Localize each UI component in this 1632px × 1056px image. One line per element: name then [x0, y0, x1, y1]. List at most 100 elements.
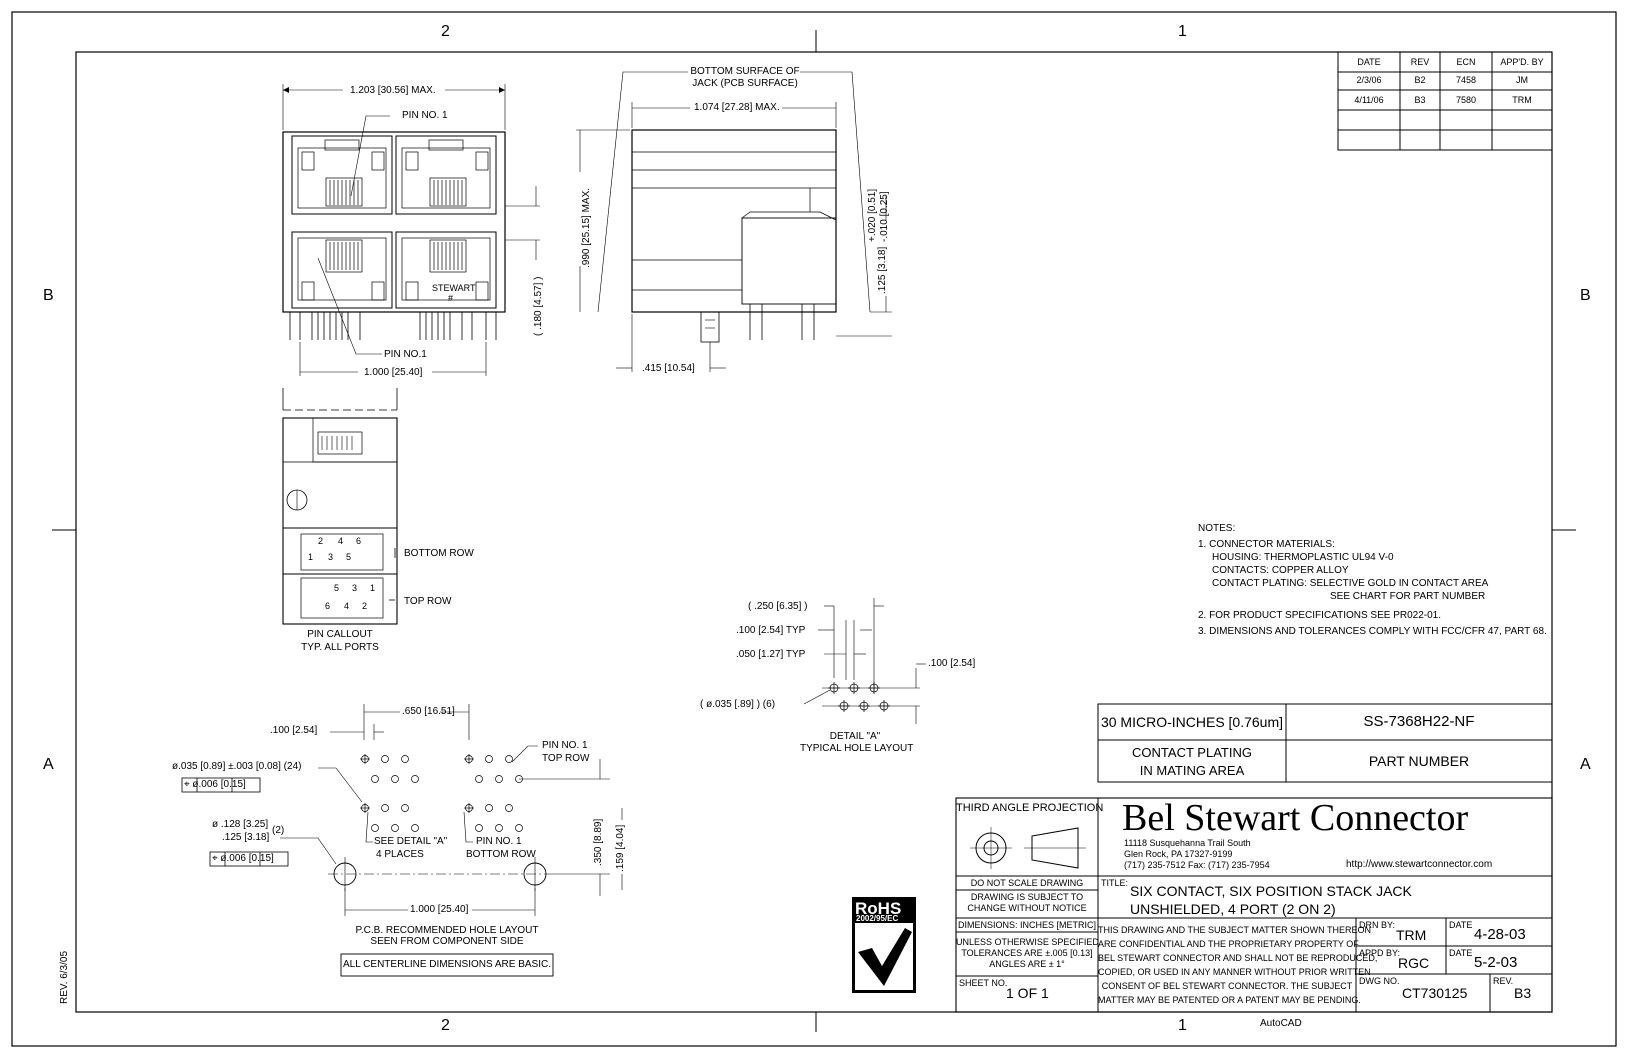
- pcb-basic-note: ALL CENTERLINE DIMENSIONS ARE BASIC.: [342, 959, 552, 970]
- pin-num: 4: [338, 536, 344, 546]
- pcb-dim-350: .350 [8.89]: [593, 818, 604, 866]
- rev-header-date: DATE: [1357, 57, 1381, 67]
- pcb-pin1-bottom: PIN NO. 1: [476, 836, 522, 847]
- title-label: TITLE:: [1101, 878, 1129, 888]
- pcb-dim-100: .100 [2.54]: [270, 725, 318, 736]
- rev-row-2-date: 4/11/06: [1354, 95, 1384, 105]
- do-not-scale: DO NOT SCALE DRAWING: [970, 878, 1084, 888]
- pcb-post-count: (2): [272, 825, 285, 836]
- detail-a-dim-100-right: .100 [2.54]: [928, 658, 976, 669]
- dwg-label: DWG NO.: [1359, 976, 1400, 986]
- part-number-label: PART NUMBER: [1368, 753, 1470, 769]
- confidential-line: CONSENT OF BEL STEWART CONNECTOR. THE SU…: [1101, 981, 1353, 991]
- pin-num: 2: [318, 536, 324, 546]
- rev-row-2-ecn: 7580: [1455, 95, 1477, 105]
- notes-line-4: CONTACT PLATING: SELECTIVE GOLD IN CONTA…: [1212, 578, 1489, 589]
- front-height-offset: ( .180 [4.57] ): [533, 276, 544, 336]
- rev-row-1-ecn: 7458: [1455, 75, 1477, 85]
- notes-line-5: SEE CHART FOR PART NUMBER: [1330, 591, 1486, 602]
- notes-title: NOTES:: [1198, 523, 1236, 534]
- pin-callout-caption-2: TYP. ALL PORTS: [301, 642, 379, 653]
- appd-label: APPD BY:: [1359, 948, 1401, 958]
- pcb-dim-1000: 1.000 [25.40]: [410, 904, 469, 915]
- drn-label: DRN BY:: [1359, 920, 1396, 930]
- pcb-caption-2: SEEN FROM COMPONENT SIDE: [370, 936, 524, 947]
- address-line-1: 11118 Susquehanna Trail South: [1124, 838, 1251, 848]
- zone-bottom-1: 1: [1178, 1017, 1187, 1034]
- zone-right-a: A: [1580, 756, 1591, 773]
- pin-num: 5: [346, 552, 352, 562]
- pcb-dim-159: .159 [4.04]: [615, 824, 626, 872]
- front-stewart-mark: STEWART: [432, 283, 476, 293]
- drawing-title-1: SIX CONTACT, SIX POSITION STACK JACK: [1130, 883, 1412, 899]
- company-name: Bel Stewart Connector: [1122, 797, 1469, 839]
- side-post-offset: .415 [10.54]: [642, 363, 695, 374]
- rev-row-2-rev: B3: [1414, 95, 1426, 105]
- front-pin1-bottom-label: PIN NO.1: [384, 349, 427, 360]
- plating-value: 30 MICRO-INCHES [0.76um]: [1100, 714, 1284, 730]
- front-pitch-dimension: 1.000 [25.40]: [364, 367, 423, 378]
- pcb-see-detail: SEE DETAIL "A": [374, 836, 448, 847]
- notes-line-2: HOUSING: THERMOPLASTIC UL94 V-0: [1212, 552, 1394, 563]
- revision-table-lines: [1337, 51, 1553, 151]
- zone-top-1: 1: [1178, 23, 1187, 40]
- dimensions-unit: DIMENSIONS: INCHES [METRIC]: [957, 920, 1096, 930]
- rev-value: B3: [1514, 985, 1532, 1001]
- notes-line-6: 2. FOR PRODUCT SPECIFICATIONS SEE PR022-…: [1198, 610, 1442, 621]
- pcb-post-tolerance: ⌖ ø.006 [0.15]: [212, 853, 274, 864]
- address-line-3: (717) 235-7512 Fax: (717) 235-7954: [1124, 860, 1270, 870]
- pin-num: 1: [370, 583, 376, 593]
- rev-header-appd: APP'D. BY: [1500, 57, 1544, 67]
- plating-label-2: IN MATING AREA: [1139, 763, 1245, 778]
- pin-callout-top-row: TOP ROW: [404, 596, 452, 607]
- autocad-label: AutoCAD: [1260, 1018, 1302, 1029]
- side-tol-minus: -.010 [0.25]: [879, 191, 890, 242]
- pcb-four-places: 4 PLACES: [376, 849, 424, 860]
- side-tol-plus: +.020 [0.51]: [867, 188, 878, 242]
- rohs-directive: 2002/95/EC: [856, 914, 899, 923]
- rohs-label: RoHS: [855, 899, 902, 918]
- pin-num: 3: [328, 552, 334, 562]
- front-overall-width: 1.203 [30.56] MAX.: [350, 85, 436, 96]
- pin-num: 2: [362, 601, 368, 611]
- detail-a-dim-050: .050 [1.27] TYP: [736, 649, 806, 660]
- outer-border: [11, 11, 1617, 1047]
- pin-callout-view: [282, 417, 398, 625]
- pcb-post-dia-1: ø .128 [3.25]: [212, 819, 269, 830]
- address-line-2: Glen Rock, PA 17327-9199: [1124, 849, 1233, 859]
- inner-border: [75, 51, 1553, 1013]
- pcb-caption-1: P.C.B. RECOMMENDED HOLE LAYOUT: [355, 925, 539, 936]
- form-revision: REV. 6/3/05: [59, 950, 70, 1004]
- subject-change-2: CHANGE WITHOUT NOTICE: [967, 903, 1087, 913]
- confidential-line: BEL STEWART CONNECTOR AND SHALL NOT BE R…: [1098, 953, 1378, 963]
- pcb-pin1-top: PIN NO. 1: [542, 740, 588, 751]
- side-view: [576, 71, 892, 372]
- pin-num: 1: [308, 552, 314, 562]
- detail-a-dim-250: ( .250 [6.35] ): [748, 601, 808, 612]
- pin-num: 6: [325, 601, 331, 611]
- detail-a-hole-spec: ( ø.035 [.89] ) (6): [700, 699, 776, 710]
- pin-num: 3: [352, 583, 358, 593]
- detail-a-view: [803, 598, 926, 724]
- detail-a-caption-2: TYPICAL HOLE LAYOUT: [800, 743, 914, 754]
- side-standoff-dimension: .125 [3.18]: [877, 246, 888, 294]
- pin-num: 4: [344, 601, 350, 611]
- side-depth-dimension: 1.074 [27.28] MAX.: [694, 102, 780, 113]
- side-height-dimension: .990 [25.15] MAX.: [581, 187, 592, 268]
- rev-row-1-date: 2/3/06: [1356, 75, 1382, 85]
- detail-a-dim-100: .100 [2.54] TYP: [736, 625, 806, 636]
- drn-value: TRM: [1396, 927, 1427, 943]
- notes-line-1: 1. CONNECTOR MATERIALS:: [1198, 539, 1335, 550]
- pcb-bottom-row: BOTTOM ROW: [466, 849, 536, 860]
- pcb-hole-tolerance: ⌖ ø.006 [0.15]: [184, 779, 246, 790]
- front-pin1-top-label: PIN NO. 1: [402, 110, 448, 121]
- appd-value: RGC: [1398, 955, 1430, 971]
- rev-row-2-appd: TRM: [1512, 95, 1532, 105]
- sheet-value: 1 OF 1: [1006, 985, 1049, 1001]
- drawing-title-2: UNSHIELDED, 4 PORT (2 ON 2): [1130, 901, 1336, 917]
- zone-left-b: B: [43, 287, 54, 304]
- tolerance-2: TOLERANCES ARE ±.005 [0.13]: [961, 948, 1093, 958]
- front-view: [282, 84, 540, 411]
- plating-label-1: CONTACT PLATING: [1132, 745, 1252, 760]
